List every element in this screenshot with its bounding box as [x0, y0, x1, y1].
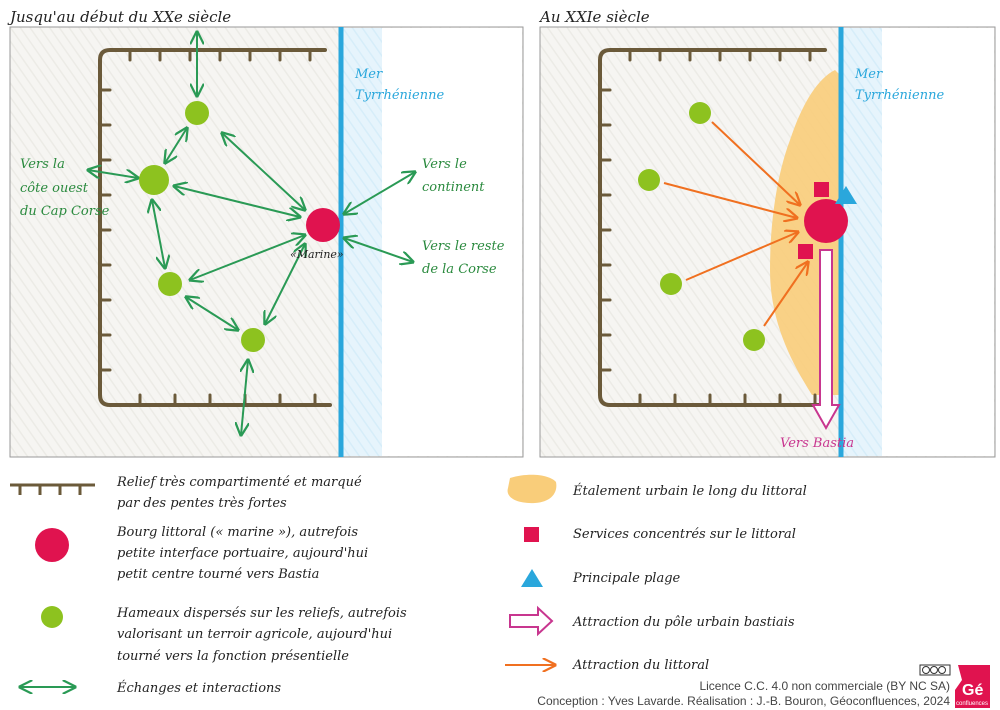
hamlet-marker: [158, 272, 182, 296]
sea-label: Mer: [354, 67, 383, 82]
marine-label: «Marine»: [290, 248, 344, 261]
hamlet-marker: [185, 101, 209, 125]
legend-beach-text: Principale plage: [572, 571, 681, 586]
sea-label: Tyrrhénienne: [355, 88, 444, 103]
legend-service-symbol: [524, 527, 539, 542]
legend-hamlet-symbol: [41, 606, 63, 628]
legend-bastia-symbol: [509, 605, 554, 637]
legend-hamlet-text: tourné vers la fonction présentielle: [117, 649, 349, 664]
svg-text:confluences: confluences: [956, 701, 988, 707]
west-coast-label: du Cap Corse: [20, 204, 110, 219]
left-panel-title: Jusqu'au début du XXe siècle: [7, 8, 231, 26]
conception-text: Conception : Yves Lavarde. Réalisation :…: [537, 694, 950, 708]
marine-marker: [306, 208, 340, 242]
legend-relief-symbol: [10, 483, 95, 495]
legend-littoral-text: Attraction du littoral: [572, 658, 709, 673]
license-text: Licence C.C. 4.0 non commerciale (BY NC …: [699, 679, 950, 693]
legend-bourg-text: petit centre tourné vers Bastia: [117, 567, 319, 582]
legend-urban-symbol: [507, 474, 557, 504]
hamlet-marker: [689, 102, 711, 124]
service-marker: [798, 244, 813, 259]
continent-label: continent: [422, 180, 485, 195]
service-marker: [814, 182, 829, 197]
bastia-label: Vers Bastia: [780, 436, 854, 451]
cc-license-badge: [919, 664, 951, 676]
hamlet-marker: [241, 328, 265, 352]
geoconfluences-logo: Gé confluences: [955, 665, 990, 708]
hamlet-marker: [743, 329, 765, 351]
sea-label: Mer: [854, 67, 883, 82]
hamlet-marker: [638, 169, 660, 191]
legend-bourg-symbol: [35, 528, 69, 562]
rest-corsica-label: de la Corse: [422, 262, 497, 277]
rest-corsica-label: Vers le reste: [422, 239, 505, 254]
svg-text:Gé: Gé: [962, 682, 983, 699]
legend-relief-text: Relief très compartimenté et marqué: [116, 475, 362, 490]
exchange-arrows: [88, 32, 415, 435]
right-panel-title: Au XXIe siècle: [538, 8, 650, 26]
relief-frame: [598, 48, 832, 407]
hamlet-marker: [139, 165, 169, 195]
legend-bourg-text: petite interface portuaire, aujourd'hui: [117, 546, 368, 561]
legend-urban-text: Étalement urbain le long du littoral: [572, 483, 807, 499]
right-panel: Mer Tyrrhénienne Vers Bastia: [539, 26, 996, 458]
legend: Relief très compartimenté et marqué par …: [10, 474, 807, 696]
legend-service-text: Services concentrés sur le littoral: [573, 527, 796, 542]
legend-hamlet-text: Hameaux dispersés sur les reliefs, autre…: [116, 606, 407, 621]
sea-label: Tyrrhénienne: [855, 88, 944, 103]
hamlet-marker: [660, 273, 682, 295]
legend-bastia-text: Attraction du pôle urbain bastiais: [572, 615, 795, 630]
west-coast-label: Vers la: [20, 157, 65, 172]
left-panel: «Marine» Mer Tyrrhénienne Vers la côte o…: [9, 26, 524, 458]
west-coast-label: côte ouest: [20, 181, 89, 196]
marine-marker: [804, 199, 848, 243]
legend-bourg-text: Bourg littoral (« marine »), autrefois: [116, 525, 358, 540]
beach-marker: [835, 186, 857, 204]
legend-beach-symbol: [521, 569, 543, 587]
legend-hamlet-text: valorisant un terroir agricole, aujourd'…: [117, 627, 392, 642]
continent-label: Vers le: [422, 157, 467, 172]
bastia-attraction-arrow: [811, 249, 841, 431]
littoral-attraction-arrows: [663, 121, 808, 327]
legend-exchange-text: Échanges et interactions: [116, 680, 281, 696]
legend-relief-text: par des pentes très fortes: [117, 496, 287, 511]
